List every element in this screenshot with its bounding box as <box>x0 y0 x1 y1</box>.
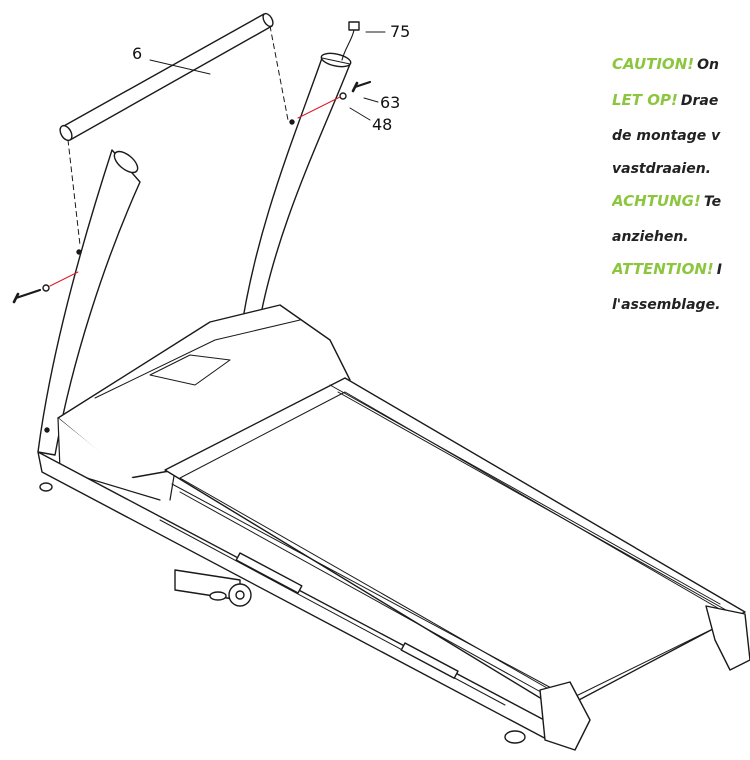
achtung-line: ACHTUNG!Te <box>612 192 721 210</box>
letop-line-3: vastdraaien. <box>612 161 711 177</box>
caution-label: CAUTION! <box>612 55 695 73</box>
handlebar-tube <box>59 12 274 142</box>
letop-label: LET OP! <box>612 91 678 109</box>
attention-label: ATTENTION! <box>612 260 714 278</box>
attention-line: ATTENTION!I <box>612 260 722 278</box>
callout-part-6: 6 <box>132 44 143 63</box>
warning-text-block: CAUTION!On LET OP!Drae de montage v vast… <box>612 0 750 760</box>
letop-line-2: de montage v <box>612 128 721 144</box>
leader-lines <box>149 31 386 121</box>
achtung-label: ACHTUNG! <box>612 192 701 210</box>
callout-part-63: 63 <box>380 93 401 112</box>
right-upright-post <box>233 52 352 339</box>
achtung-text: Te <box>703 194 722 210</box>
callout-part-75: 75 <box>390 22 411 41</box>
bolt-assembly-right <box>297 80 372 119</box>
rear-end-cap <box>539 605 750 751</box>
transport-wheel <box>39 482 526 744</box>
cable-connector <box>341 21 360 61</box>
bolt-assembly-left <box>12 271 79 304</box>
caution-line: CAUTION!On <box>612 55 719 73</box>
caution-text: On <box>697 57 719 73</box>
letop-line: LET OP!Drae <box>612 91 718 109</box>
callout-part-48: 48 <box>372 115 393 134</box>
achtung-line-2: anziehen. <box>612 229 689 245</box>
attention-line-2: l'assemblage. <box>612 297 721 313</box>
running-deck <box>164 377 746 711</box>
letop-text: Drae <box>680 93 719 109</box>
left-upright-post <box>37 149 141 456</box>
motor-hood <box>57 304 351 501</box>
assembly-guide-lines <box>67 25 289 246</box>
attention-text: I <box>716 262 722 278</box>
